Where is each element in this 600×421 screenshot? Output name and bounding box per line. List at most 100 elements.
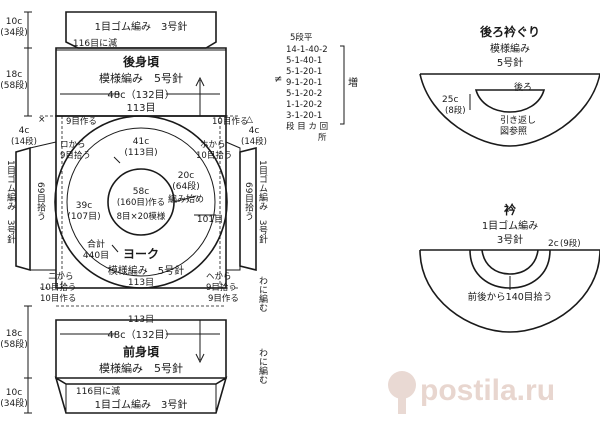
left-top-cast: 9目作る bbox=[66, 116, 97, 127]
right-sleeve-size-rows: (14段) bbox=[241, 136, 267, 147]
table-row: 14-1-40-2 bbox=[286, 45, 328, 55]
yoke-middle-circle bbox=[66, 127, 216, 277]
yoke-bottom-count: 113目 bbox=[128, 277, 154, 288]
right-mark-delta: △ bbox=[246, 115, 253, 125]
left-sleeve-size-rows: (14段) bbox=[11, 136, 37, 147]
back-neckband-size: 25c bbox=[442, 95, 458, 105]
yoke-center-size: 58c bbox=[133, 187, 149, 197]
left-from-bottom: ニから bbox=[48, 272, 74, 282]
right-top-cast: 10目作る bbox=[212, 116, 248, 127]
yoke-outer-circle bbox=[54, 115, 228, 289]
front-height-body: 18c bbox=[6, 329, 22, 339]
front-title: 前身頃 bbox=[123, 344, 160, 359]
right-from-top-count: 10目拾う bbox=[196, 150, 232, 161]
collar-size: 2c bbox=[548, 239, 559, 249]
yoke-right-rows: (64段) bbox=[172, 180, 199, 192]
yoke-pattern: 模様編み 5号針 bbox=[108, 264, 184, 277]
back-title: 後身頃 bbox=[123, 54, 160, 69]
back-decrease-label: 116目に減 bbox=[73, 37, 117, 49]
left-sleeve-ribbing bbox=[15, 146, 31, 272]
back-neckband-pattern: 模様編み bbox=[490, 42, 530, 55]
watermark: postila.ru bbox=[388, 371, 555, 414]
front-decrease: 116目に減 bbox=[76, 385, 120, 397]
front-width: 48c（132目） bbox=[107, 329, 174, 341]
table-footer: 段 目 カ 回 bbox=[286, 121, 328, 132]
yoke-total-value: 440目 bbox=[83, 250, 109, 261]
back-pattern: 模様編み 5号針 bbox=[99, 71, 183, 85]
front-body-panel: 113目 48c（132目） 前身頃 模様編み 5号針 116目に減 1目ゴム編… bbox=[0, 305, 228, 414]
right-wa-1: わに編む bbox=[257, 276, 268, 312]
back-neckband-inner bbox=[474, 89, 546, 113]
watermark-text: postila.ru bbox=[420, 374, 555, 407]
back-neckband-needle: 5号針 bbox=[497, 56, 523, 69]
yoke-total: 合計 bbox=[87, 238, 105, 250]
left-sleeve-rows: 69目拾う bbox=[35, 182, 46, 220]
back-neckband-title: 後ろ衿ぐり bbox=[480, 24, 540, 39]
front-height-bottom: 10c bbox=[6, 388, 22, 398]
collar-panel: 衿 1目ゴム編み 3号針 2c (9段) 前後から140目拾う bbox=[419, 202, 600, 333]
yoke-outer-top: 41c bbox=[133, 137, 149, 147]
front-ribbing-label: 1目ゴム編み 3号針 bbox=[95, 398, 188, 411]
back-neckband-note2: 図参照 bbox=[500, 125, 527, 137]
right-from-top: ホから bbox=[200, 140, 226, 150]
collar-title: 衿 bbox=[504, 202, 516, 217]
back-ribbing-label: 1目ゴム編み 3号針 bbox=[95, 20, 188, 33]
back-height-top-rows: (34段) bbox=[0, 26, 27, 38]
left-from-bottom-count: 10目拾う bbox=[40, 282, 76, 293]
right-sleeve-ribbing-label: 1目ゴム編み 3号針 bbox=[257, 160, 268, 244]
table-mark: ≠ bbox=[274, 74, 282, 85]
yoke-right-size: 20c bbox=[178, 171, 194, 181]
collar-needle: 3号針 bbox=[497, 233, 523, 246]
back-body-panel: 1目ゴム編み 3号針 116目に減 後身頃 模様編み 5号針 48c（132目）… bbox=[0, 11, 227, 117]
left-bottom-cast: 10目作る bbox=[40, 293, 76, 304]
back-neckband-outline bbox=[419, 73, 600, 147]
right-bottom-cast: 9目作る bbox=[208, 293, 239, 304]
back-height-body: 18c bbox=[6, 70, 22, 80]
left-sleeve-ribbing-label: 1目ゴム編み 3号針 bbox=[5, 160, 16, 244]
back-neckband-panel: 後ろ衿ぐり 模様編み 5号針 後ろ 25c (8段) 引き返し 図参照 bbox=[419, 24, 600, 147]
left-from-top: ロから bbox=[60, 140, 86, 150]
table-footer-2: 所 bbox=[318, 132, 327, 143]
back-height-top: 10c bbox=[6, 17, 22, 27]
left-from-top-count: 9目拾う bbox=[60, 150, 91, 161]
right-sleeve-size: 4c bbox=[249, 126, 260, 136]
yoke-title: ヨーク bbox=[123, 247, 159, 261]
collar-size-rows: (9段) bbox=[560, 238, 581, 249]
yoke-left-stitches: (107目) bbox=[67, 211, 100, 222]
right-from-bottom: ヘから bbox=[206, 272, 232, 282]
collar-ribbing: 1目ゴム編み bbox=[482, 219, 538, 232]
right-sleeve-rows: 69目拾う bbox=[243, 182, 254, 220]
right-sleeve: 1目ゴム編み 3号針 69目拾う 4c (14段) 10目作る △ ホから 10… bbox=[196, 115, 268, 384]
back-neckband-size-rows: (8段) bbox=[445, 105, 466, 116]
yoke-center-stitches: (160目)作る bbox=[117, 197, 165, 208]
yoke-left-size: 39c bbox=[76, 201, 92, 211]
table-row: 5-1-40-1 bbox=[286, 56, 322, 66]
watermark-pin-icon bbox=[388, 371, 416, 414]
table-header: 5段平 bbox=[290, 32, 313, 43]
table-side: 増 bbox=[348, 76, 358, 89]
left-sleeve: 1目ゴム編み 3号針 69目拾う 4c (14段) × 9目作る ロから 9目拾… bbox=[5, 115, 97, 304]
collar-inner-neck bbox=[481, 249, 539, 275]
table-row: 9-1-20-1 bbox=[286, 78, 322, 88]
yoke-right-count: 101目 bbox=[197, 214, 223, 225]
back-width: 48c（132目） bbox=[107, 89, 174, 101]
back-neckband-label: 後ろ bbox=[514, 81, 532, 93]
front-height-body-rows: (58段) bbox=[0, 338, 27, 350]
table-row: 5-1-20-2 bbox=[286, 89, 322, 99]
right-from-bottom-count: 9目拾う bbox=[206, 282, 237, 293]
left-mark-x: × bbox=[38, 115, 46, 125]
table-row: 5-1-20-1 bbox=[286, 67, 322, 77]
front-height-bottom-rows: (34段) bbox=[0, 397, 27, 409]
yoke-outer-top-stitches: (113目) bbox=[124, 147, 157, 158]
collar-outline bbox=[419, 249, 600, 333]
table-row: 1-1-20-2 bbox=[286, 100, 322, 110]
front-count: 113目 bbox=[128, 314, 154, 325]
left-sleeve-size: 4c bbox=[19, 126, 30, 136]
yoke-center-grid: 8目×20模様 bbox=[117, 211, 166, 222]
right-wa-2: わに編む bbox=[257, 348, 268, 384]
collar-pickup: 前後から140目拾う bbox=[468, 291, 553, 303]
back-count: 113目 bbox=[126, 103, 155, 114]
decrease-table: 5段平 14-1-40-2 5-1-40-1 5-1-20-1 9-1-20-1… bbox=[274, 32, 358, 143]
front-pattern: 模様編み 5号針 bbox=[99, 361, 183, 375]
